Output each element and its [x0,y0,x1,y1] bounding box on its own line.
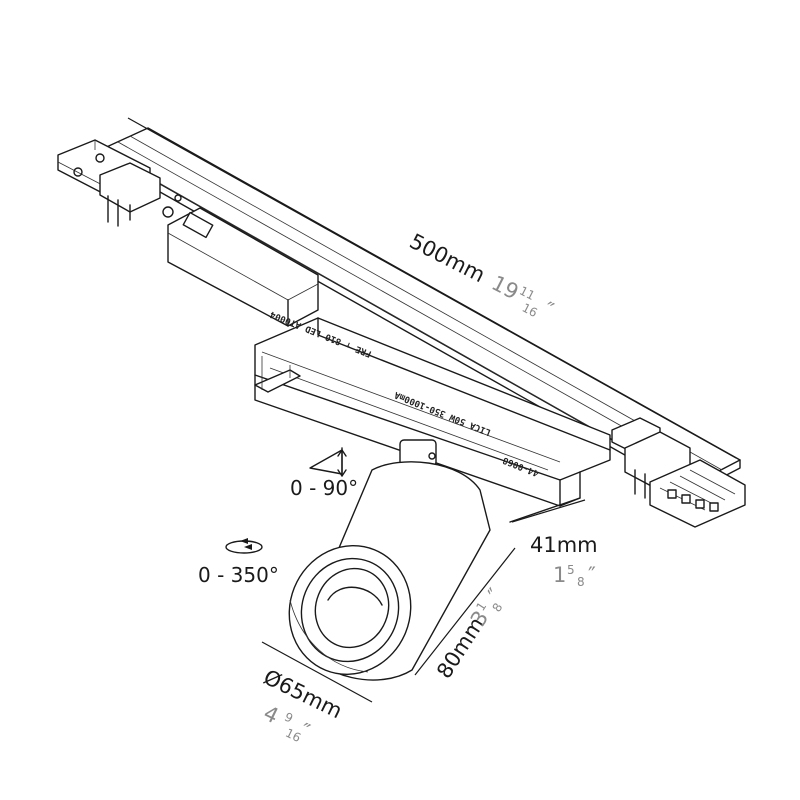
width-dimension: 41mm 1 5 8 ″ [530,533,598,589]
width-inch-mark: ″ [588,563,596,587]
length-inch-den: 16 [520,301,540,320]
height-inch-mark: ″ [483,584,507,604]
left-end-connector [57,139,182,227]
rotation-angle-icon [225,538,263,554]
diameter-dimension-line [261,641,373,703]
track-adapter [167,207,319,327]
width-inch-whole: 1 [553,563,566,587]
height-dimension-line [414,547,516,676]
diameter-dimension: Ø65mm 4 9 16 ″ [260,665,346,745]
length-dimension-line [127,117,737,459]
spot-head [288,439,491,681]
tilt-angle-icon [309,447,347,477]
width-inch-num: 5 [567,563,575,577]
length-inch-whole: 19 [488,271,523,305]
right-end-connector [611,417,746,528]
length-mm: 500mm [406,229,489,287]
diameter-inch-den: 16 [283,726,303,745]
length-inch-mark: ″ [539,297,557,322]
width-inch-den: 8 [577,575,585,589]
driver-housing [254,317,611,523]
diameter-inch-num: 9 [282,710,295,726]
tilt-angle-text: 0 - 90° [290,476,358,500]
width-mm: 41mm [530,533,598,557]
length-inch-num: 11 [517,284,537,303]
rotation-angle-text: 0 - 350° [198,563,279,587]
width-dimension-line [511,499,586,523]
diameter-inch-whole: 4 [260,701,283,728]
